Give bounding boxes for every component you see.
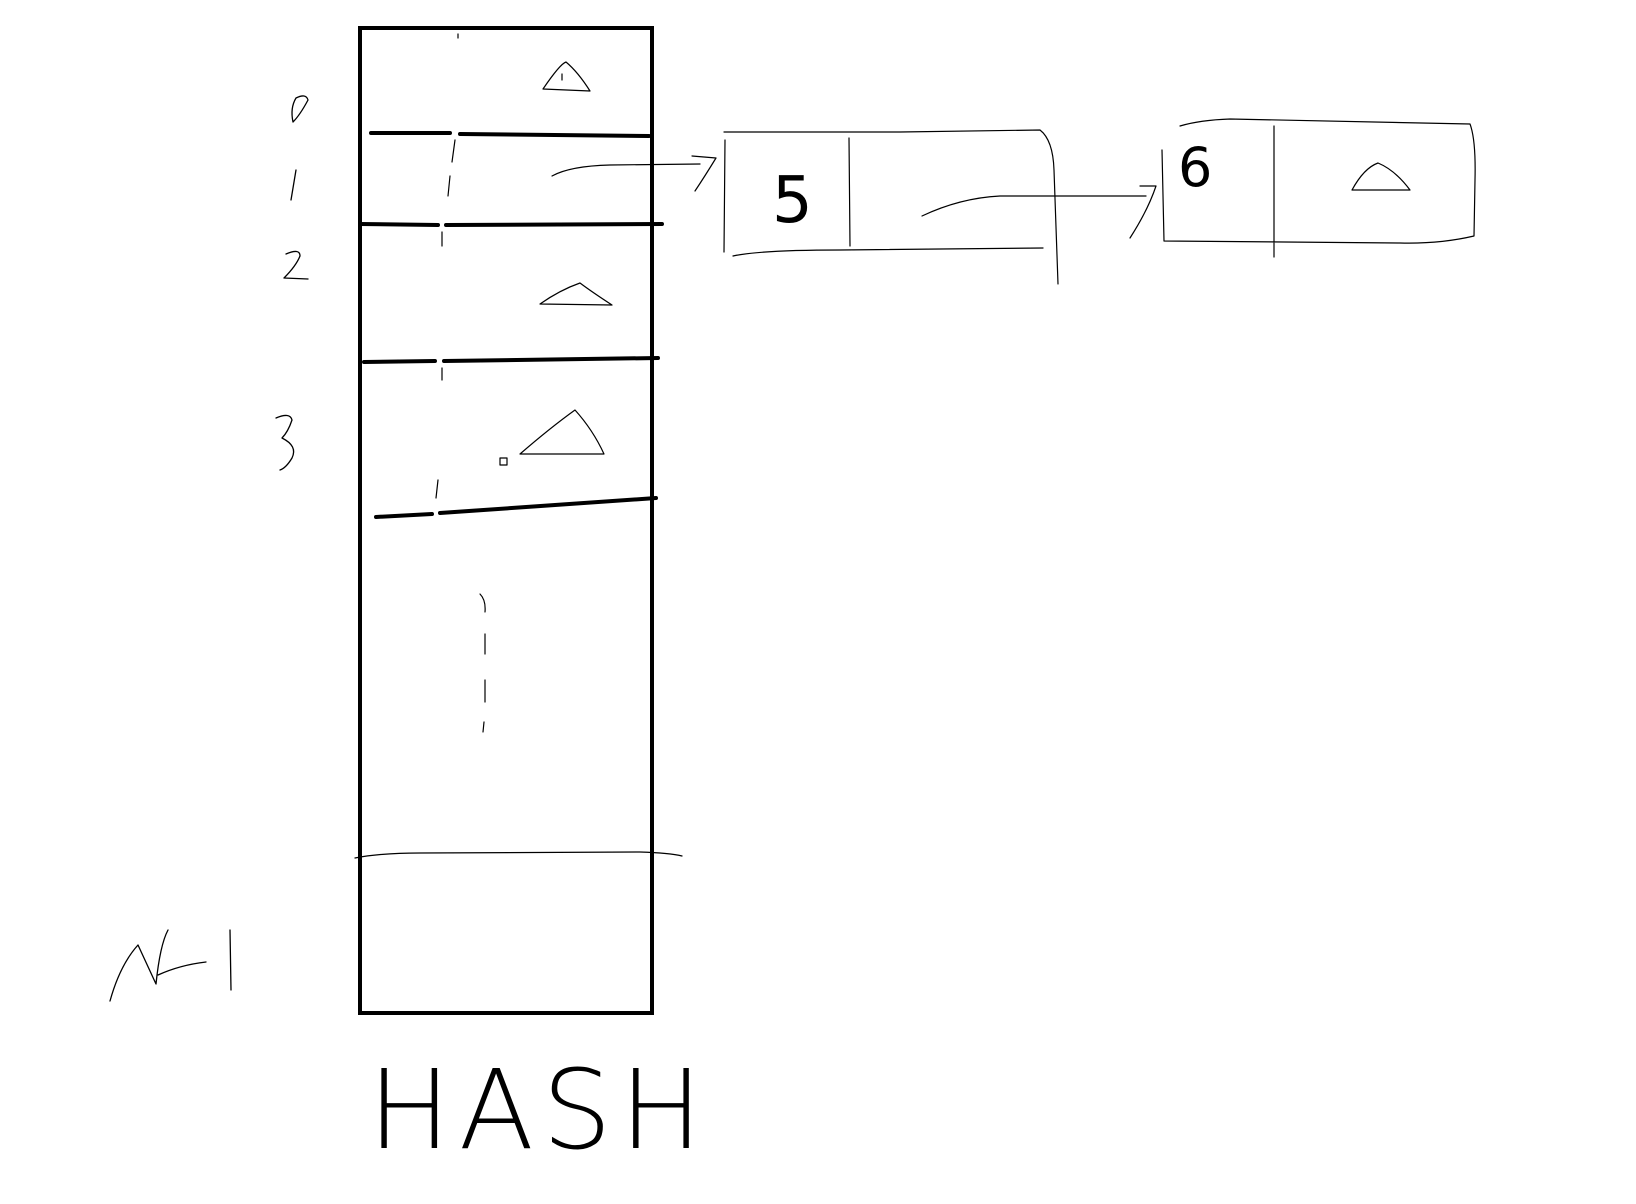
bucket-divider-3-more	[374, 496, 658, 519]
hash-table-frame	[358, 26, 654, 1015]
small-square-mark	[499, 457, 508, 466]
chain-node-2: 6	[1161, 118, 1476, 258]
bucket-divider-0-1	[369, 131, 651, 138]
bucket-index-n-minus-1	[109, 929, 232, 1002]
bucket-1-pointer-arrow	[551, 155, 717, 192]
bucket-index-0	[291, 95, 309, 123]
bucket-divider-last	[354, 851, 683, 859]
null-triangle-bucket-3	[519, 409, 605, 455]
array-ellipsis	[479, 593, 486, 733]
chain-node-1-key: 5	[772, 164, 813, 238]
bucket-index-1	[290, 169, 297, 201]
chain-node-1-frame	[723, 129, 1059, 285]
hash-table-caption: HASH	[368, 1046, 711, 1174]
chain-node-2-key: 6	[1178, 136, 1212, 199]
bucket-index-3	[275, 414, 295, 471]
center-dash-marks	[435, 33, 459, 499]
bucket-index-2	[283, 250, 309, 280]
chain-node-2-frame	[1161, 118, 1476, 258]
null-triangle-bucket-0	[542, 61, 591, 92]
chain-node-1-next-arrow	[921, 185, 1157, 239]
bucket-divider-2-3	[362, 356, 660, 364]
null-triangle-node-2	[1351, 162, 1411, 191]
chain-node-1: 5	[723, 129, 1157, 285]
hash-table-array	[354, 26, 717, 1015]
bucket-index-labels	[109, 95, 309, 1002]
bucket-divider-1-2	[358, 222, 664, 227]
null-triangle-bucket-2	[539, 282, 613, 306]
